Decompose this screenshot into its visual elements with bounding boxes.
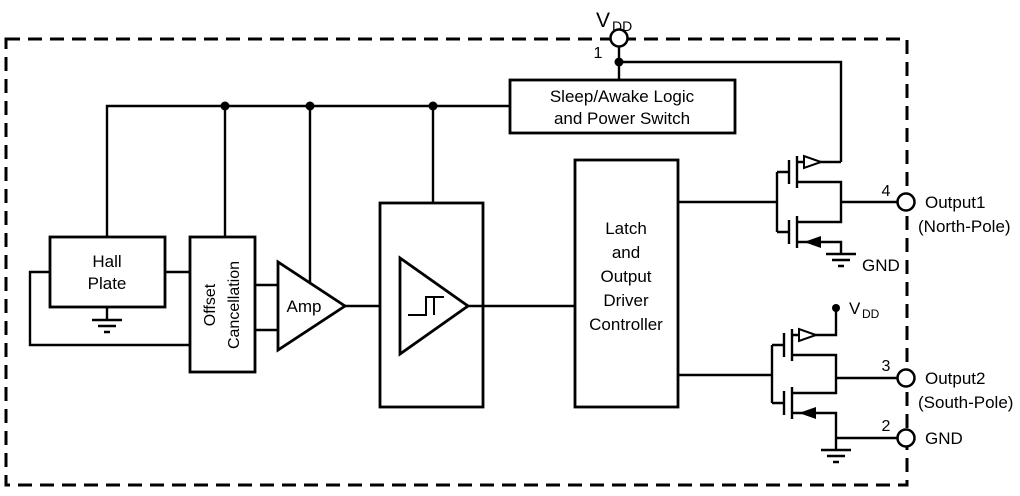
offset-to-amp-wires xyxy=(255,283,278,332)
pin3-terminal xyxy=(896,368,916,388)
latch-label-line3: Output xyxy=(600,267,651,286)
sleep-awake-label-line2: and Power Switch xyxy=(554,109,690,128)
nmos-upper-icon xyxy=(787,202,843,254)
hall-plate-label-line1: Hall xyxy=(92,252,121,271)
pin3-number: 3 xyxy=(882,358,891,375)
amp-triangle xyxy=(276,259,348,353)
latch-label-line5: Controller xyxy=(589,315,663,334)
output1-label: Output1 xyxy=(925,193,986,212)
output2-driver: V DD xyxy=(678,299,898,464)
latch-label-line4: Driver xyxy=(603,291,649,310)
pmos-upper-icon xyxy=(787,154,843,202)
hall-plate-label-line2: Plate xyxy=(88,274,127,293)
sleep-awake-label-line1: Sleep/Awake Logic xyxy=(550,87,695,106)
pin4-terminal xyxy=(896,192,916,212)
hysteresis-icon xyxy=(408,296,444,316)
hall-plate-box xyxy=(48,235,167,309)
amp-block: Amp xyxy=(276,259,400,353)
output1-pole-label: (North-Pole) xyxy=(918,217,1011,236)
vdd-supply-pin: V DD 1 xyxy=(594,9,843,162)
pin-4: 4 Output1 (North-Pole) xyxy=(882,183,1011,236)
output2-ground-symbol xyxy=(821,438,851,464)
sleep-awake-box xyxy=(508,78,737,135)
pmos-lower-icon xyxy=(782,310,838,378)
pin4-number: 4 xyxy=(882,183,891,200)
vdd-to-driver-wire xyxy=(619,60,843,162)
sleep-awake-block: Sleep/Awake Logic and Power Switch xyxy=(508,78,737,135)
offset-cancellation-block: Offset Cancellation xyxy=(188,235,278,374)
output1-driver: GND xyxy=(678,154,900,275)
offset-label-line1: Offset xyxy=(202,283,219,326)
vdd-top-label: V xyxy=(596,9,610,32)
gate-stubs-lower xyxy=(772,343,784,405)
pin1-terminal xyxy=(609,28,629,48)
gnd-pin-label: GND xyxy=(925,429,963,448)
latch-label-line1: Latch xyxy=(605,219,647,238)
pin-3: 3 Output2 (South-Pole) xyxy=(882,358,1014,412)
hall-ground-symbol xyxy=(92,307,122,334)
bus-junction-dot-2 xyxy=(305,101,315,111)
amp-label: Amp xyxy=(287,297,322,316)
bus-wire-hall xyxy=(105,104,510,237)
pin1-number: 1 xyxy=(594,45,603,62)
latch-label-line2: and xyxy=(612,243,640,262)
pin2-number: 2 xyxy=(882,418,891,435)
schmitt-trigger-block xyxy=(378,201,575,409)
chip-boundary xyxy=(4,37,909,487)
bus-junction-dot-3 xyxy=(428,101,438,111)
gnd-upper-label: GND xyxy=(862,256,900,275)
offset-cancellation-box xyxy=(188,235,257,374)
power-bus-wiring xyxy=(105,101,510,284)
vdd-mid-label: V xyxy=(849,299,861,318)
latch-controller-block: Latch and Output Driver Controller xyxy=(573,158,680,409)
vdd-mid-terminal-dot xyxy=(832,304,840,312)
latch-box xyxy=(573,158,680,409)
gate-stubs-upper xyxy=(777,170,789,234)
output1-ground-symbol xyxy=(826,252,856,268)
nmos-lower-icon xyxy=(782,378,838,438)
offset-label-line2: Cancellation xyxy=(226,261,243,349)
vdd-mid-subscript: DD xyxy=(862,307,880,321)
output2-pole-label: (South-Pole) xyxy=(918,393,1013,412)
hall-plate-block: Hall Plate xyxy=(28,235,190,347)
output2-label: Output2 xyxy=(925,369,986,388)
bus-junction-dot-1 xyxy=(220,101,230,111)
hall-loop-wire xyxy=(28,270,190,347)
pin-2: 2 GND xyxy=(882,418,963,448)
pin2-terminal xyxy=(896,428,916,448)
vdd-junction-dot xyxy=(614,57,624,67)
